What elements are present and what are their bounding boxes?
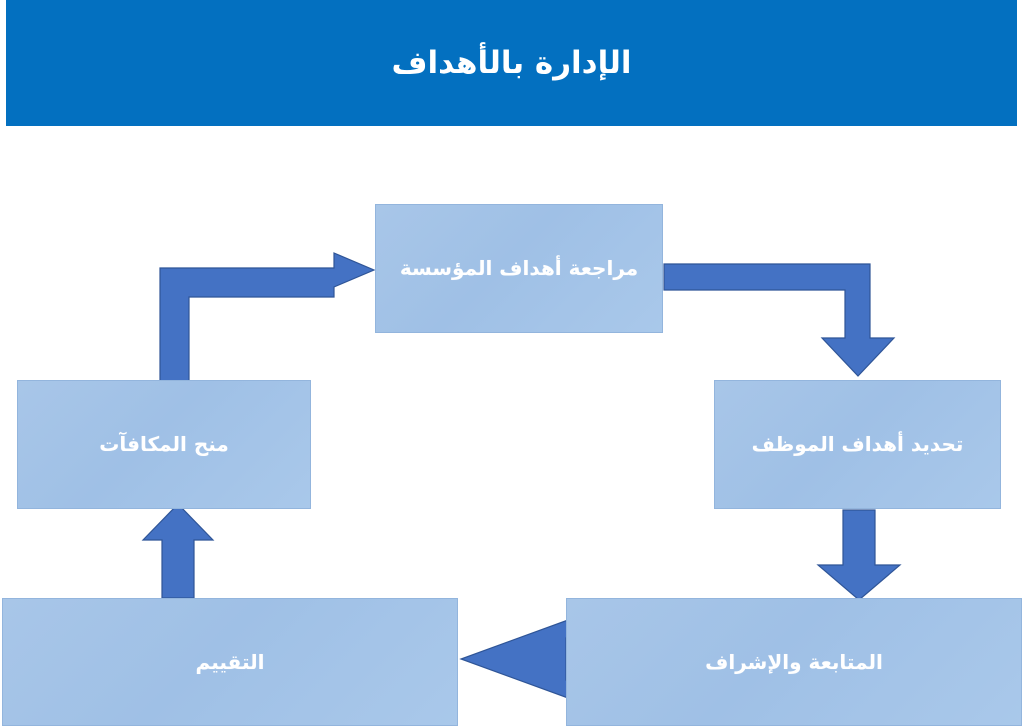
connector-employee-to-follow-icon [816, 509, 902, 601]
node-review-label: مراجعة أهداف المؤسسة [399, 256, 639, 280]
node-follow-label: المتابعة والإشراف [705, 649, 883, 674]
node-follow-up-and-supervision[interactable]: المتابعة والإشراف [566, 598, 1022, 726]
node-evaluate-label: التقييم [195, 649, 265, 674]
node-evaluation[interactable]: التقييم [2, 598, 458, 726]
node-granting-rewards[interactable]: منح المكافآت [17, 380, 311, 509]
connector-reward-to-review-icon [159, 252, 376, 382]
node-set-employee-objectives[interactable]: تحديد أهداف الموظف [714, 380, 1001, 509]
node-reward-label: منح المكافآت [99, 432, 229, 456]
page-title: الإدارة بالأهداف [391, 44, 632, 81]
connector-follow-to-evaluate-icon [459, 619, 569, 699]
connector-evaluate-to-reward-icon [141, 503, 215, 599]
header-banner: الإدارة بالأهداف [6, 0, 1017, 126]
node-review-organizational-objectives[interactable]: مراجعة أهداف المؤسسة [375, 204, 663, 333]
node-employee-label: تحديد أهداف الموظف [751, 432, 964, 456]
connector-review-to-employee-icon [663, 263, 896, 377]
